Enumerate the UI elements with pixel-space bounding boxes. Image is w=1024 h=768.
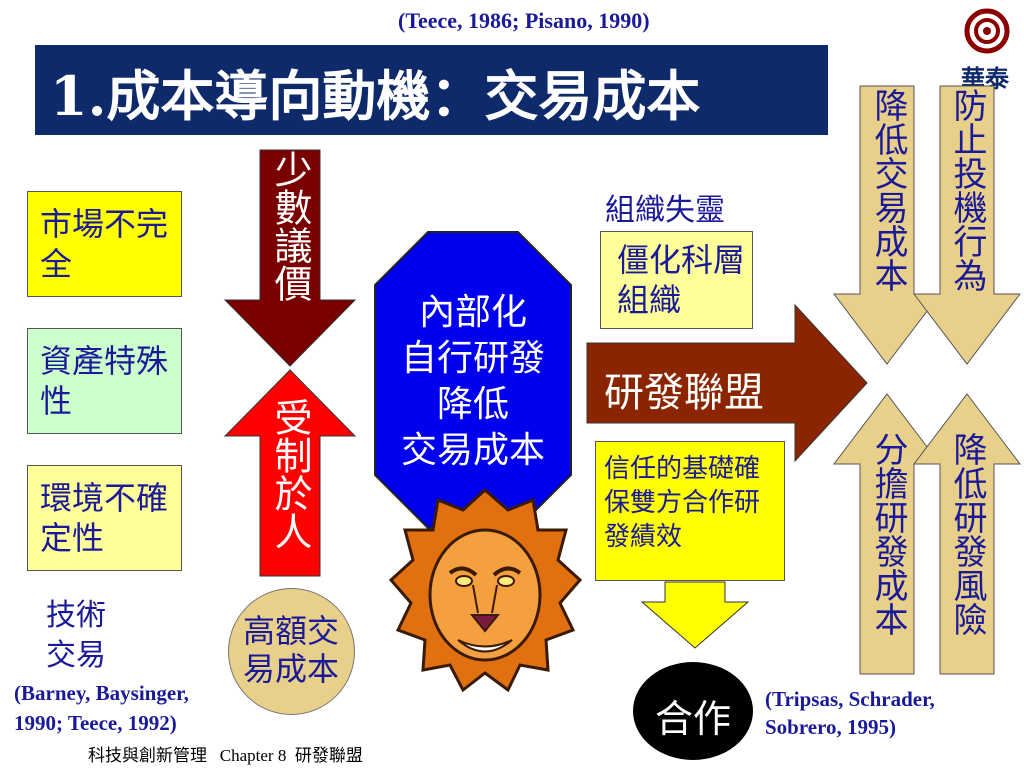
benefit-arrows xyxy=(832,85,1022,675)
octagon-text: 內部化 自行研發 降低 交易成本 xyxy=(375,290,571,474)
alliance-label: 研發聯盟 xyxy=(604,370,764,416)
top-citation: (Teece, 1986; Pisano, 1990) xyxy=(398,8,650,33)
cooperate-arrow xyxy=(640,581,750,649)
high-cost-circle xyxy=(228,588,355,715)
right-citation: (Tripsas, Schrader, Sobrero, 1995) xyxy=(765,687,935,739)
octagon-line-1: 內部化 xyxy=(418,292,527,333)
market-imperfection-box: 市場不完全 xyxy=(27,191,182,297)
reduce-risk-arrow xyxy=(912,393,1022,675)
left-citation: (Barney, Baysinger, 1990; Teece, 1992) xyxy=(14,681,189,735)
rigid-org-box: 僵化科層組織 xyxy=(600,231,753,329)
trust-box: 信任的基礎確保雙方合作研發績效 xyxy=(595,441,785,581)
octagon-line-2: 自行研發 xyxy=(400,338,545,379)
footer-text: 科技與創新管理 Chapter 8 研發聯盟 xyxy=(88,746,363,765)
prevent-opportunism-label: 防止投機行為 xyxy=(947,88,987,292)
cooperate-label: 合作 xyxy=(654,697,731,741)
environment-uncertainty-label: 環境不確定性 xyxy=(40,479,169,557)
down-arrow xyxy=(223,149,357,367)
logo: 華泰 xyxy=(955,5,1020,93)
trust-label: 信任的基礎確保雙方合作研發績效 xyxy=(604,454,761,552)
title-bar xyxy=(35,45,828,135)
share-cost-label: 分擔研發成本 xyxy=(868,432,908,636)
asset-specificity-box: 資產特殊性 xyxy=(27,328,182,434)
alliance-arrow xyxy=(586,303,868,463)
org-failure-label: 組織失靈 xyxy=(605,193,725,228)
rigid-org-label: 僵化科層組織 xyxy=(617,241,746,319)
prevent-opportunism-arrow xyxy=(912,85,1022,365)
high-cost-label: 高額交易成本 xyxy=(242,612,339,688)
asset-specificity-label: 資產特殊性 xyxy=(40,342,169,420)
market-imperfection-label: 市場不完全 xyxy=(40,205,169,283)
reduce-risk-label: 降低研發風險 xyxy=(947,432,987,636)
up-arrow xyxy=(223,369,357,577)
environment-uncertainty-box: 環境不確定性 xyxy=(27,465,182,571)
octagon-line-3: 降低 xyxy=(436,384,509,425)
reduce-cost-arrow xyxy=(832,85,942,365)
octagon-line-4: 交易成本 xyxy=(400,430,545,471)
lion-icon xyxy=(388,487,583,693)
reduce-cost-label: 降低交易成本 xyxy=(868,88,908,292)
down-arrow-label: 少數議價 xyxy=(268,150,312,302)
up-arrow-label: 受制於人 xyxy=(268,398,312,550)
tech-trade-label: 技術交易 xyxy=(46,598,106,673)
page-title: 1.成本導向動機：交易成本 xyxy=(50,64,701,128)
center-arrows xyxy=(223,149,357,577)
cooperate-circle xyxy=(633,662,753,760)
logo-icon xyxy=(964,8,1010,54)
